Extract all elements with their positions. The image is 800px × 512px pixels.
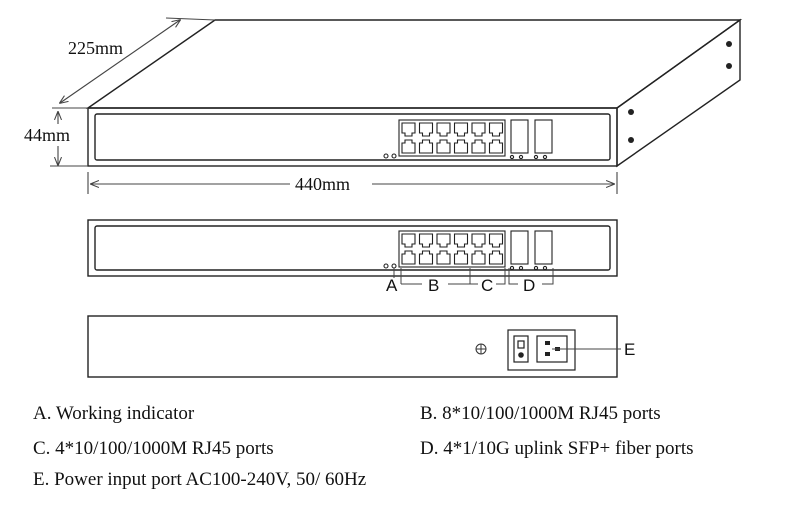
- indicator-led: [391, 153, 397, 159]
- rj45-port: [436, 139, 451, 154]
- front-view-body: [87, 219, 618, 277]
- rj45-port: [488, 139, 504, 154]
- front-port-block: [383, 230, 553, 271]
- width-dimension: [87, 172, 618, 194]
- rj45-port: [401, 139, 416, 154]
- callout-lines: [393, 268, 554, 285]
- rj45-port: [453, 233, 469, 248]
- height-label: 44mm: [24, 125, 70, 145]
- indicator-led: [383, 263, 389, 269]
- rj45-port: [471, 233, 486, 248]
- rj45-port: [488, 122, 504, 137]
- rj45-port: [488, 250, 504, 265]
- rj45-port: [418, 250, 434, 265]
- sfp-port: [510, 119, 529, 154]
- rj45-port: [401, 250, 416, 265]
- isometric-switch-view: [85, 18, 743, 168]
- legend-item-e: E. Power input port AC100-240V, 50/ 60Hz: [33, 469, 367, 490]
- rj45-port: [418, 139, 434, 154]
- rear-view: [87, 315, 618, 378]
- front-panel-inner: [94, 113, 611, 161]
- indicator-led: [383, 153, 389, 159]
- rj45-port: [436, 122, 451, 137]
- rj45-port: [453, 139, 469, 154]
- legend-item-a: A. Working indicator: [33, 403, 195, 424]
- power-input-port: [507, 329, 576, 371]
- callout-label-b: B: [428, 276, 439, 295]
- sfp-port: [534, 230, 553, 265]
- sfp-port: [510, 230, 529, 265]
- rj45-port: [401, 233, 416, 248]
- rj45-port: [453, 250, 469, 265]
- rear-view-body: [87, 315, 618, 378]
- rj45-port: [488, 233, 504, 248]
- power-switch: [513, 335, 529, 363]
- callout-label-e: E: [624, 340, 635, 359]
- rj45-port: [401, 122, 416, 137]
- iso-port-block: [383, 119, 553, 160]
- callout-label-a: A: [386, 276, 398, 295]
- depth-label: 225mm: [68, 38, 123, 58]
- rj45-port: [418, 122, 434, 137]
- front-view-panel: [94, 225, 611, 271]
- callout-label-d: D: [523, 276, 535, 295]
- legend-item-b: B. 8*10/100/1000M RJ45 ports: [420, 403, 661, 424]
- legend-item-c: C. 4*10/100/1000M RJ45 ports: [33, 438, 274, 459]
- front-view: [87, 219, 618, 277]
- rack-mount-holes: [628, 41, 732, 143]
- rj45-port: [453, 122, 469, 137]
- width-label: 440mm: [295, 174, 350, 194]
- rj45-port: [471, 122, 486, 137]
- rj45-port: [471, 250, 486, 265]
- switch-top-face: [85, 19, 743, 109]
- ground-screw-icon: [475, 343, 487, 355]
- sfp-port: [534, 119, 553, 154]
- rj45-port: [436, 250, 451, 265]
- legend-item-d: D. 4*1/10G uplink SFP+ fiber ports: [420, 438, 694, 459]
- switch-side-face: [616, 18, 741, 168]
- rj45-port: [418, 233, 434, 248]
- depth-dimension: [52, 17, 216, 109]
- indicator-led: [391, 263, 397, 269]
- rj45-port: [471, 139, 486, 154]
- callout-label-c: C: [481, 276, 493, 295]
- rj45-port: [436, 233, 451, 248]
